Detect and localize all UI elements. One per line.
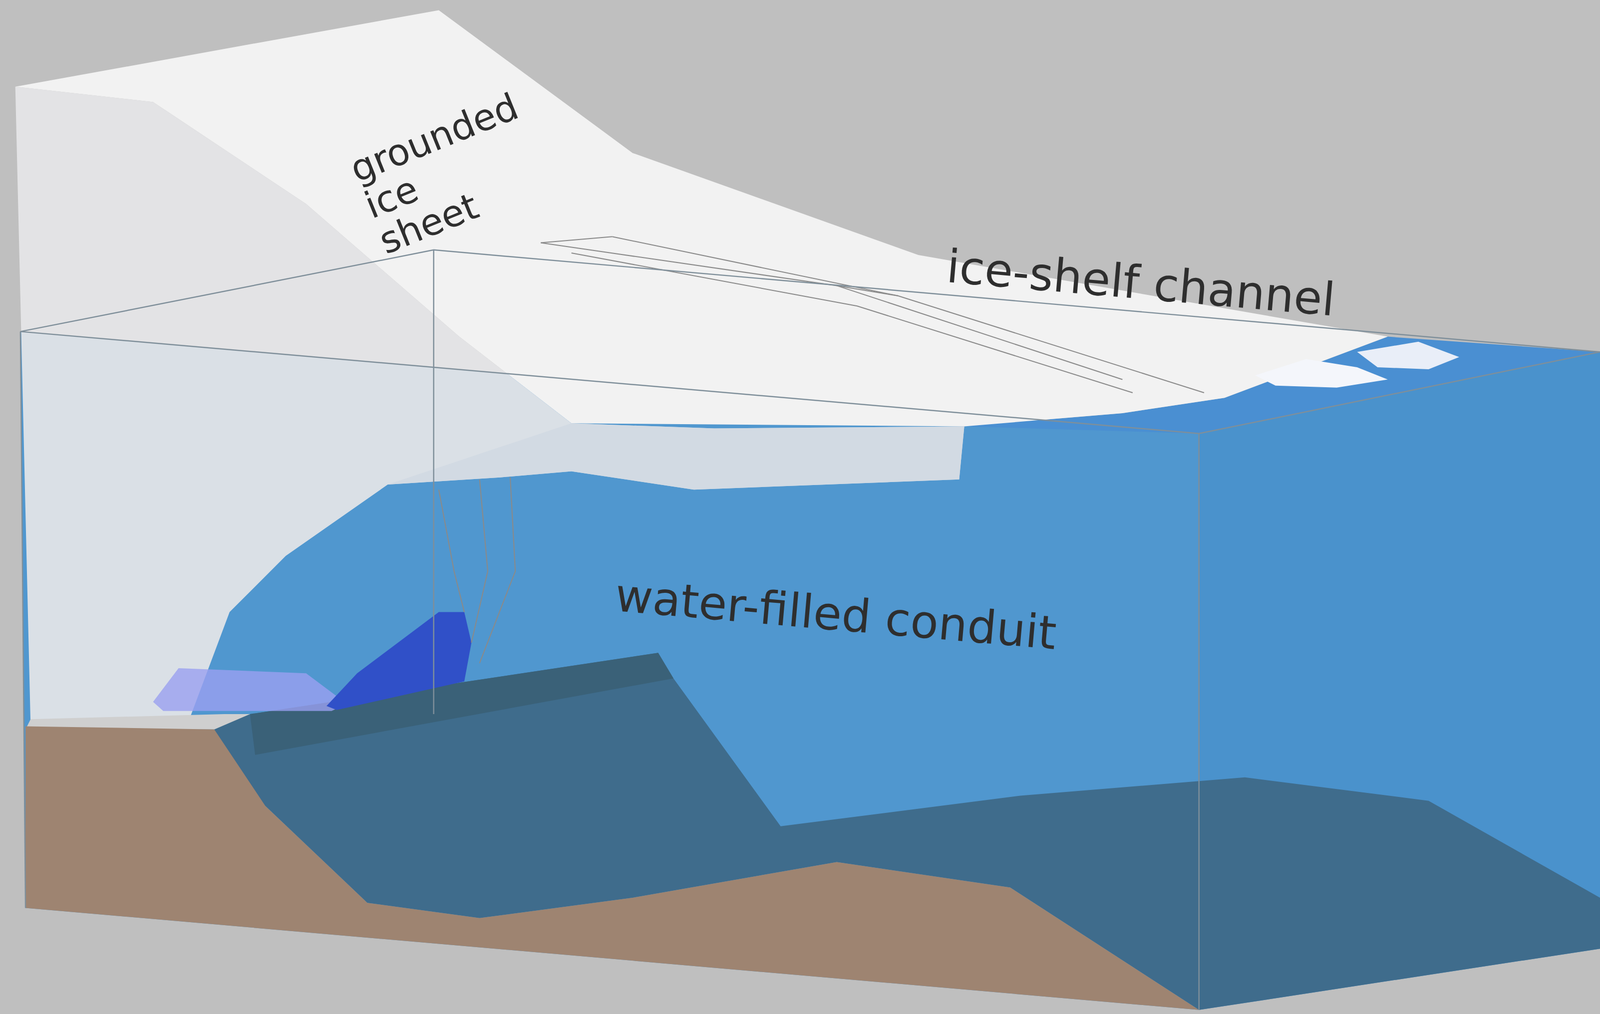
ice-shelf-illustration [0, 0, 1600, 1014]
